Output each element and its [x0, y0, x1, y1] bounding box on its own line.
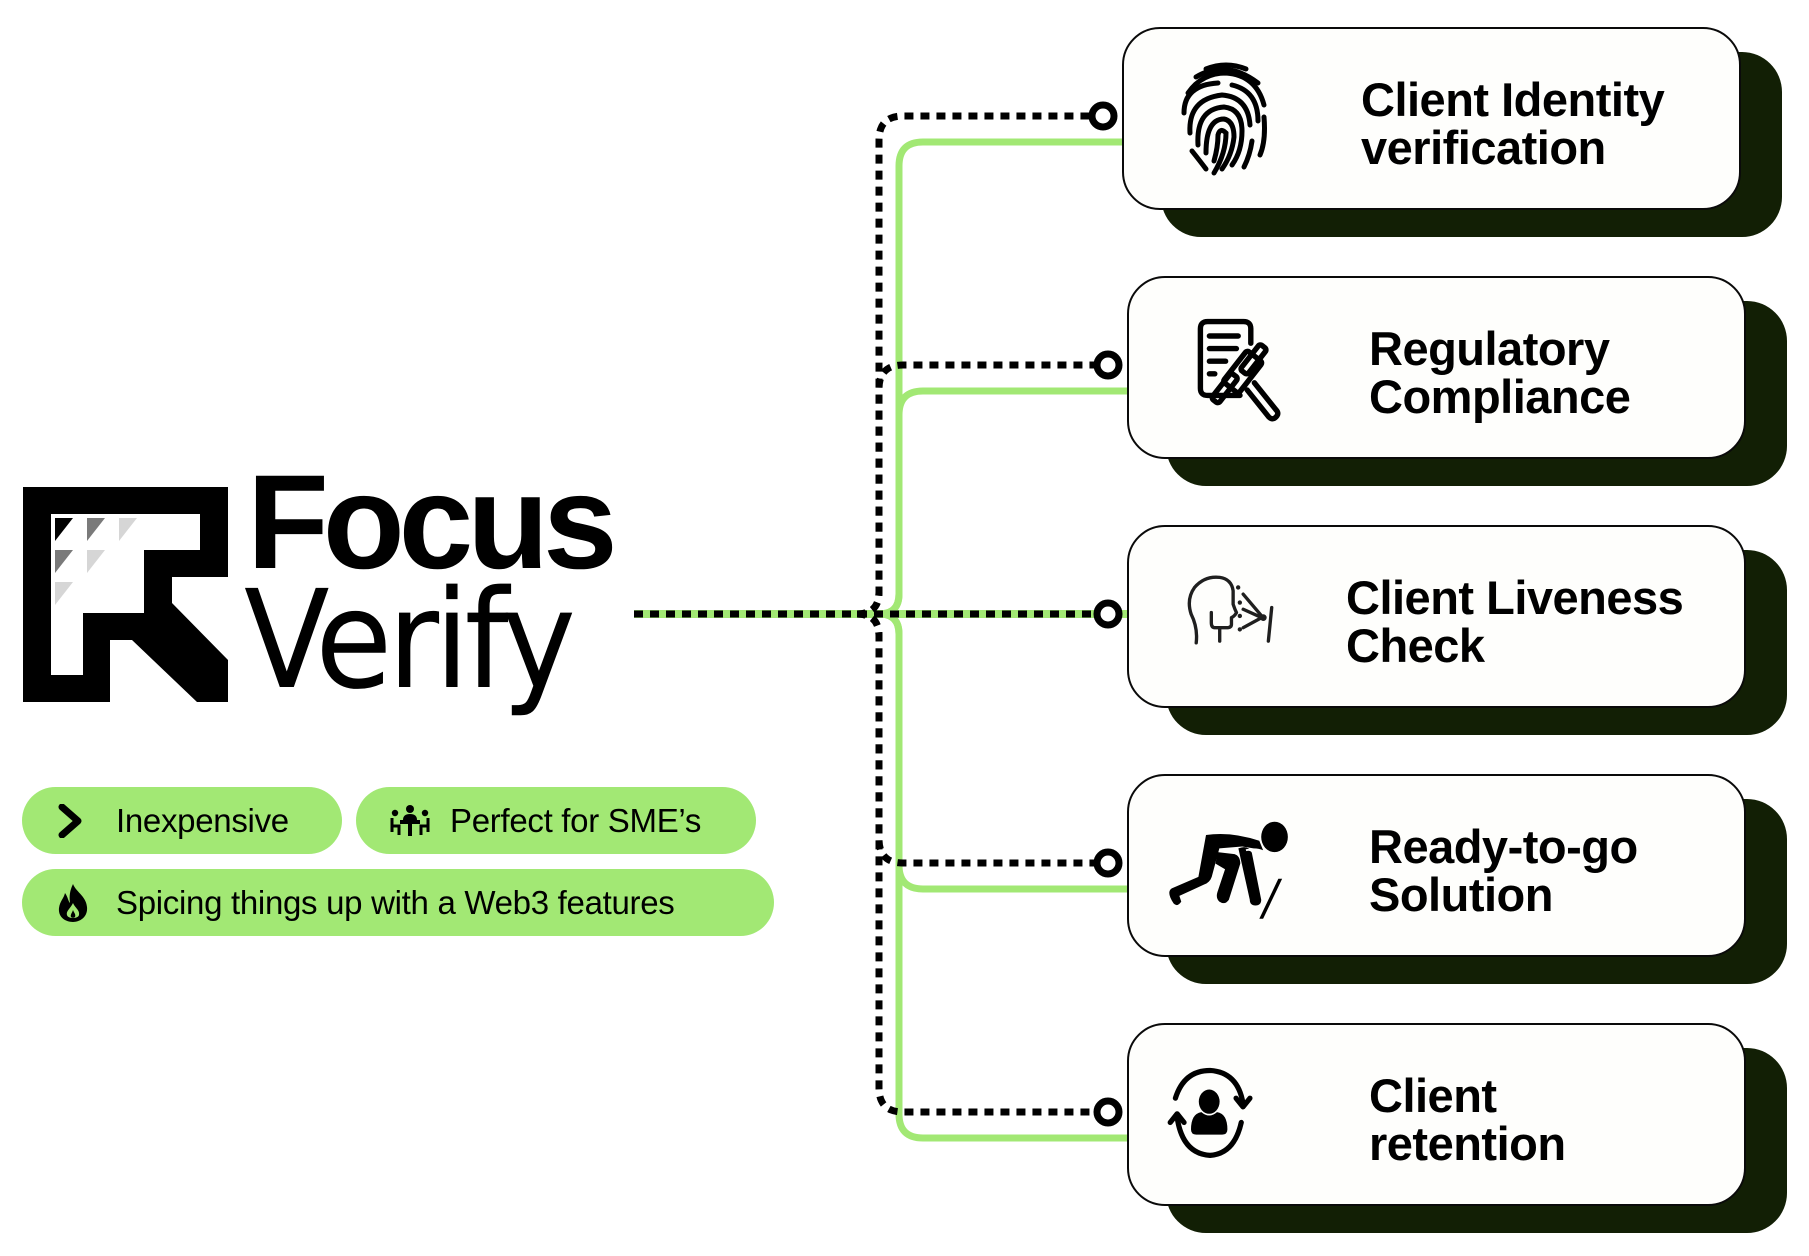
brand-name-focus: Focus	[247, 448, 618, 597]
badge-label: Spicing things up with a Web3 features	[116, 884, 675, 921]
badge-web3-features: Spicing things up with a Web3 features	[22, 869, 774, 936]
card-title-line1: Client	[1369, 1069, 1497, 1122]
connector-branch-dotted	[856, 361, 1108, 618]
connector-endpoint-circle	[1093, 350, 1123, 380]
connector-endpoint-circle	[1093, 848, 1123, 878]
card-title-line2: Compliance	[1369, 370, 1631, 423]
fire-icon	[56, 883, 96, 923]
connector-endpoint-circle	[1093, 1097, 1123, 1127]
connector-endpoint-circle	[1088, 101, 1118, 131]
card-title: Ready-to-go Solution	[1369, 823, 1638, 919]
connector-branch-green	[878, 138, 1122, 618]
card-title-line2: Solution	[1369, 868, 1553, 921]
card-title-line1: Ready-to-go	[1369, 820, 1638, 873]
meeting-people-icon	[390, 801, 430, 841]
card-title: Client Liveness Check	[1346, 571, 1684, 672]
card-title: Client retention	[1369, 1072, 1566, 1168]
sprinter-start-icon	[1169, 821, 1288, 919]
connector-branch-green	[878, 387, 1127, 618]
face-scan-icon	[1187, 575, 1274, 645]
badge-label: Inexpensive	[116, 802, 289, 839]
user-cycle-icon	[1167, 1067, 1253, 1158]
feature-card-client-retention: Client retention	[1127, 1023, 1746, 1206]
feature-card-liveness-check: Client Liveness Check	[1127, 525, 1746, 708]
card-title-line1: Regulatory	[1369, 322, 1610, 375]
card-title-line2: retention	[1369, 1117, 1566, 1170]
logo-mark-icon	[23, 487, 228, 702]
fingerprint-icon	[1181, 62, 1267, 176]
card-title-line1: Client Liveness	[1346, 571, 1684, 624]
connector-branch-dotted	[856, 112, 1103, 618]
connector-branch-dotted	[856, 610, 1108, 867]
document-gavel-icon	[1197, 318, 1281, 422]
connector-branch-green	[878, 610, 1127, 893]
badge-label: Perfect for SME’s	[450, 802, 702, 839]
badge-perfect-for-smes: Perfect for SME’s	[356, 787, 756, 854]
chevron-right-icon	[56, 801, 96, 841]
connector-branch-dotted	[856, 610, 1108, 1116]
card-title-line2: Check	[1346, 619, 1485, 672]
brand-name-verify: Verify	[244, 562, 576, 720]
card-title-line2: verification	[1361, 121, 1606, 174]
card-title: Regulatory Compliance	[1369, 322, 1631, 423]
card-title: Client Identity verification	[1361, 73, 1665, 174]
connector-branch-green	[878, 610, 1127, 1142]
badge-inexpensive: Inexpensive	[22, 787, 342, 854]
card-title-line1: Client Identity	[1361, 73, 1665, 126]
feature-card-identity-verification: Client Identity verification	[1122, 27, 1741, 210]
feature-card-ready-to-go: Ready-to-go Solution	[1127, 774, 1746, 957]
feature-card-regulatory-compliance: Regulatory Compliance	[1127, 276, 1746, 459]
connector-endpoint-circle	[1093, 599, 1123, 629]
